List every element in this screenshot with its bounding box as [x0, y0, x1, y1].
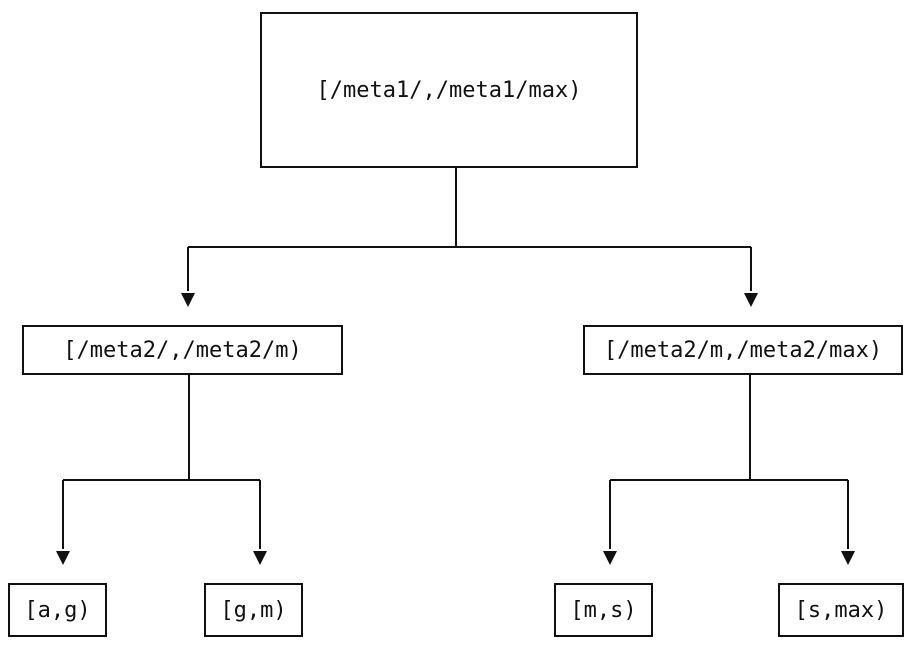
tree-node-leaf-smax: [s,max) — [778, 583, 904, 637]
tree-node-leaf-gm: [g,m) — [204, 583, 303, 637]
arrow-down-icon — [841, 551, 855, 565]
tree-node-leaf-ms: [m,s) — [554, 583, 653, 637]
edge-right-subtree — [609, 375, 849, 549]
tree-node-meta2-high: [/meta2/m,/meta2/max) — [583, 325, 903, 375]
arrow-down-icon — [744, 293, 758, 307]
tree-node-meta2-low: [/meta2/,/meta2/m) — [22, 325, 343, 375]
edge-root-to-children — [187, 168, 752, 291]
arrow-down-icon — [603, 551, 617, 565]
arrow-down-icon — [253, 551, 267, 565]
tree-node-leaf-ag: [a,g) — [8, 583, 107, 637]
tree-node-root: [/meta1/,/meta1/max) — [260, 12, 638, 168]
arrow-down-icon — [56, 551, 70, 565]
arrow-down-icon — [181, 293, 195, 307]
edge-left-subtree — [62, 375, 261, 549]
